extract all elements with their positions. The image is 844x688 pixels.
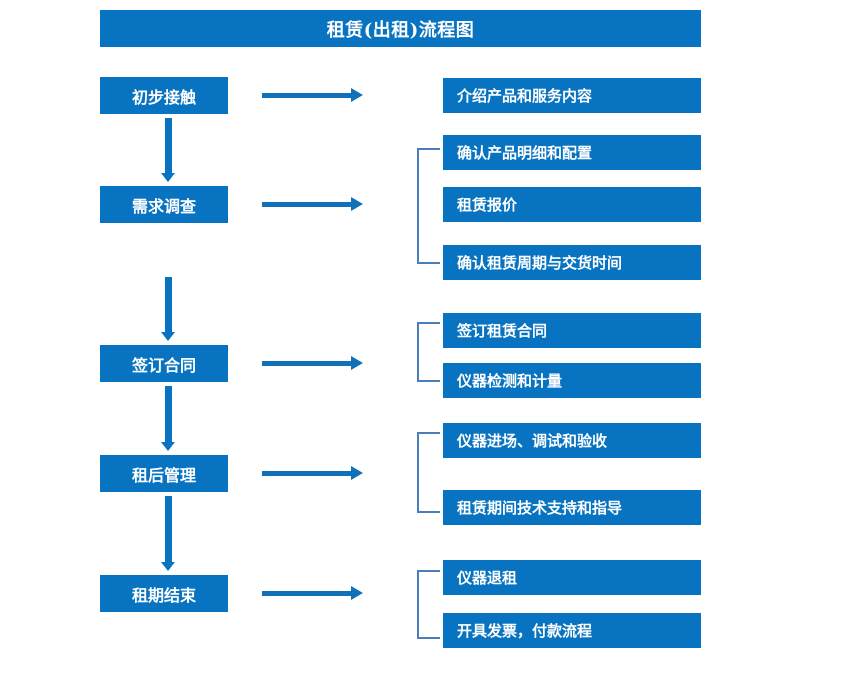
group-bracket-2 xyxy=(417,322,440,382)
down-arrow-icon-2 xyxy=(161,277,176,341)
detail-box-10[interactable]: 开具发票，付款流程 xyxy=(443,613,701,648)
group-bracket-3 xyxy=(417,432,440,513)
group-bracket-1 xyxy=(417,148,440,264)
detail-box-2[interactable]: 确认产品明细和配置 xyxy=(443,135,701,170)
detail-box-3[interactable]: 租赁报价 xyxy=(443,187,701,222)
stage-label-5: 租期结束 xyxy=(131,585,196,605)
stage-label-2: 需求调查 xyxy=(131,196,196,216)
page-title: 租赁(出租)流程图 xyxy=(326,19,475,41)
down-arrow-icon-1 xyxy=(161,118,176,182)
detail-label-1: 介绍产品和服务内容 xyxy=(457,87,593,105)
group-bracket-4 xyxy=(417,570,440,639)
detail-box-6[interactable]: 仪器检测和计量 xyxy=(443,363,701,398)
stage-box-3[interactable]: 签订合同 xyxy=(100,345,228,382)
detail-box-8[interactable]: 租赁期间技术支持和指导 xyxy=(443,490,701,525)
right-arrow-icon-5 xyxy=(262,586,363,600)
detail-label-8: 租赁期间技术支持和指导 xyxy=(457,499,623,517)
detail-label-5: 签订租赁合同 xyxy=(457,322,548,340)
right-arrow-icon-1 xyxy=(262,88,363,102)
stage-label-1: 初步接触 xyxy=(131,87,196,107)
detail-label-6: 仪器检测和计量 xyxy=(457,372,563,390)
detail-label-9: 仪器退租 xyxy=(457,569,518,587)
stage-label-4: 租后管理 xyxy=(131,465,196,485)
detail-label-3: 租赁报价 xyxy=(457,196,518,214)
stage-box-4[interactable]: 租后管理 xyxy=(100,455,228,492)
right-arrow-icon-4 xyxy=(262,466,363,480)
stage-box-2[interactable]: 需求调查 xyxy=(100,186,228,223)
detail-box-7[interactable]: 仪器进场、调试和验收 xyxy=(443,423,701,458)
right-arrow-icon-2 xyxy=(262,197,363,211)
stage-box-1[interactable]: 初步接触 xyxy=(100,77,228,114)
stage-label-3: 签订合同 xyxy=(131,355,196,375)
detail-label-7: 仪器进场、调试和验收 xyxy=(457,432,608,450)
down-arrow-icon-4 xyxy=(161,496,176,571)
down-arrow-icon-3 xyxy=(161,386,176,451)
right-arrow-icon-3 xyxy=(262,356,363,370)
flowchart-title-banner: 租赁(出租)流程图 xyxy=(100,10,701,47)
detail-box-5[interactable]: 签订租赁合同 xyxy=(443,313,701,348)
detail-box-9[interactable]: 仪器退租 xyxy=(443,560,701,595)
detail-label-4: 确认租赁周期与交货时间 xyxy=(457,254,623,272)
detail-box-4[interactable]: 确认租赁周期与交货时间 xyxy=(443,245,701,280)
detail-label-10: 开具发票，付款流程 xyxy=(457,622,593,640)
stage-box-5[interactable]: 租期结束 xyxy=(100,575,228,612)
detail-box-1[interactable]: 介绍产品和服务内容 xyxy=(443,78,701,113)
detail-label-2: 确认产品明细和配置 xyxy=(457,144,593,162)
